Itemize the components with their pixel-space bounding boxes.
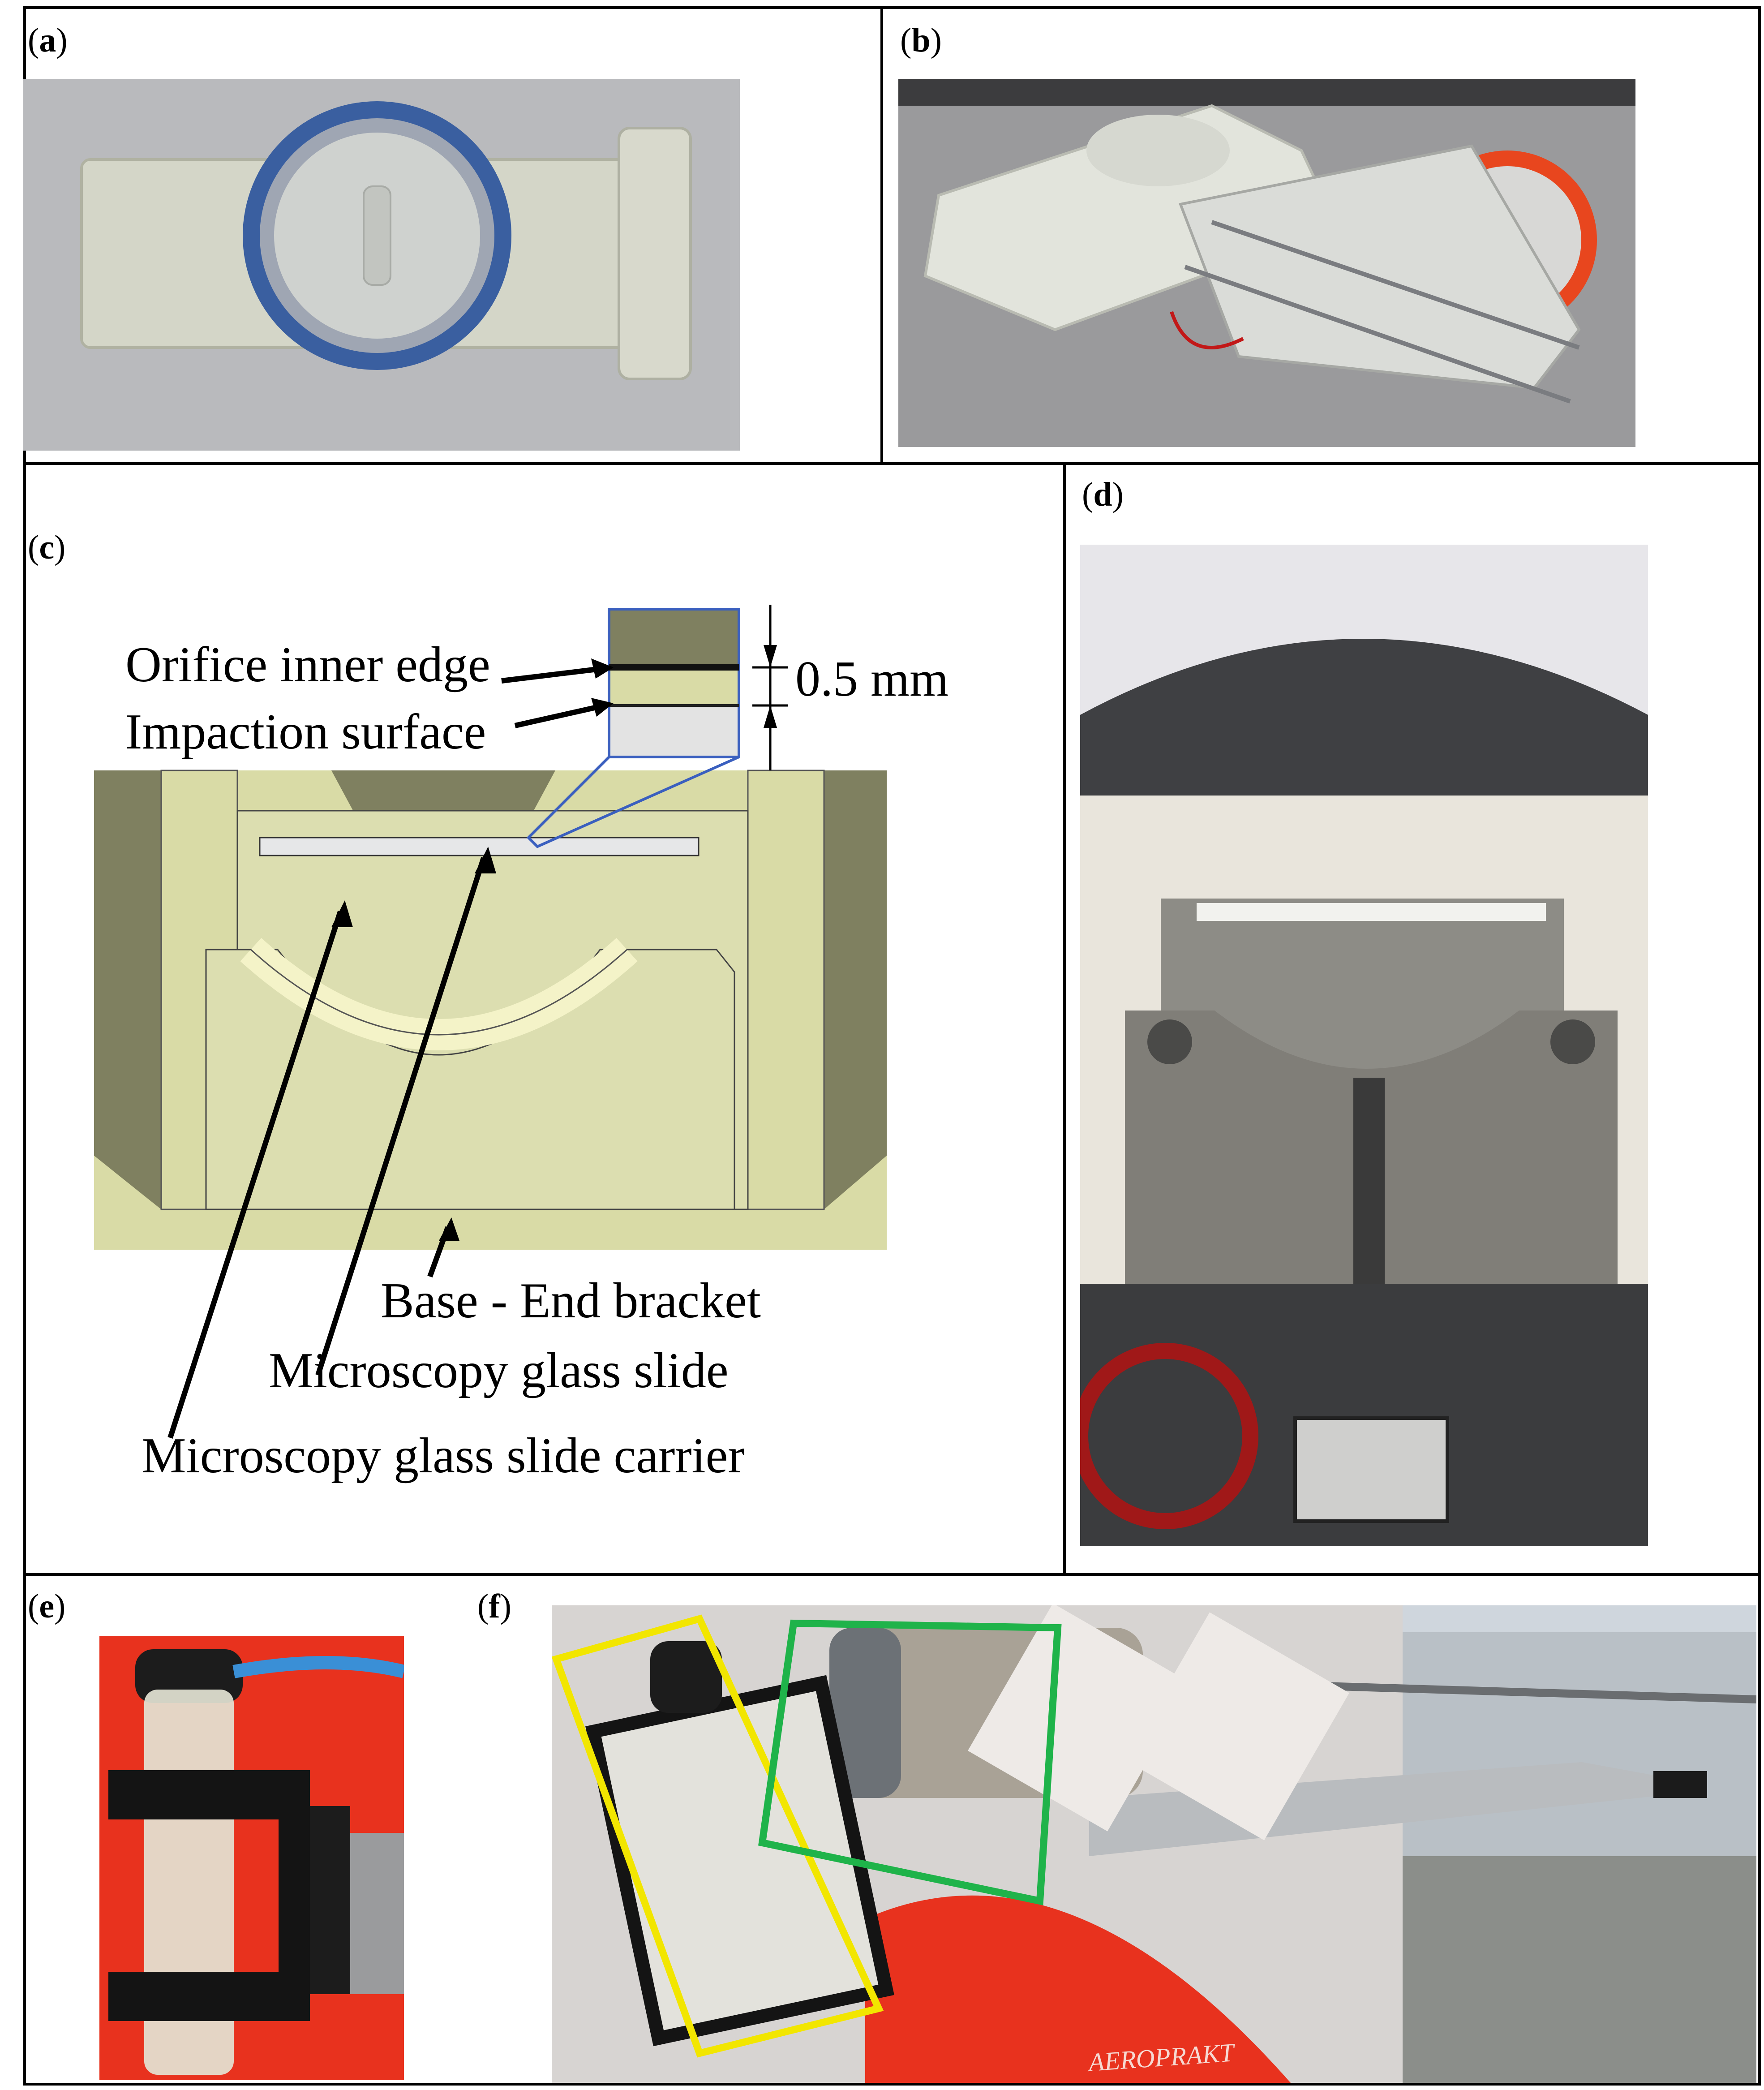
photo-e-impactor-bracket — [99, 1636, 404, 2080]
row-divider-2 — [23, 1573, 1761, 1576]
label-microscopy-glass-slide: Microscopy glass slide — [269, 1343, 729, 1398]
label-base-end-bracket: Base - End bracket — [381, 1273, 761, 1329]
panel-label-e: (e) — [28, 1587, 66, 1625]
panel-label-f: (f) — [477, 1587, 511, 1625]
panel-label-c: (c) — [28, 529, 66, 566]
panel-label-a: (a) — [28, 22, 68, 59]
label-slide-carrier: Microscopy glass slide carrier — [142, 1428, 745, 1484]
col-divider-ab — [880, 6, 883, 465]
figure-frame — [23, 6, 1761, 2086]
photo-d-slide-carrier-mounted — [1080, 545, 1648, 1546]
photo-a-impactor-top-view — [23, 79, 740, 451]
label-gap-dimension: 0.5 mm — [795, 651, 949, 707]
panel-label-d: (d) — [1082, 476, 1124, 513]
col-divider-cd — [1063, 462, 1066, 1576]
panel-label-b: (b) — [900, 22, 942, 59]
photo-f-aircraft-installation: AEROPRAKT — [552, 1605, 1756, 2083]
row-divider-1 — [23, 462, 1761, 465]
label-orifice-inner-edge: Orifice inner edge — [125, 637, 490, 692]
label-impaction-surface: Impaction surface — [125, 704, 486, 760]
diagram-c-slide-carrier — [90, 596, 985, 1550]
photo-b-impactor-assembly — [898, 79, 1635, 447]
